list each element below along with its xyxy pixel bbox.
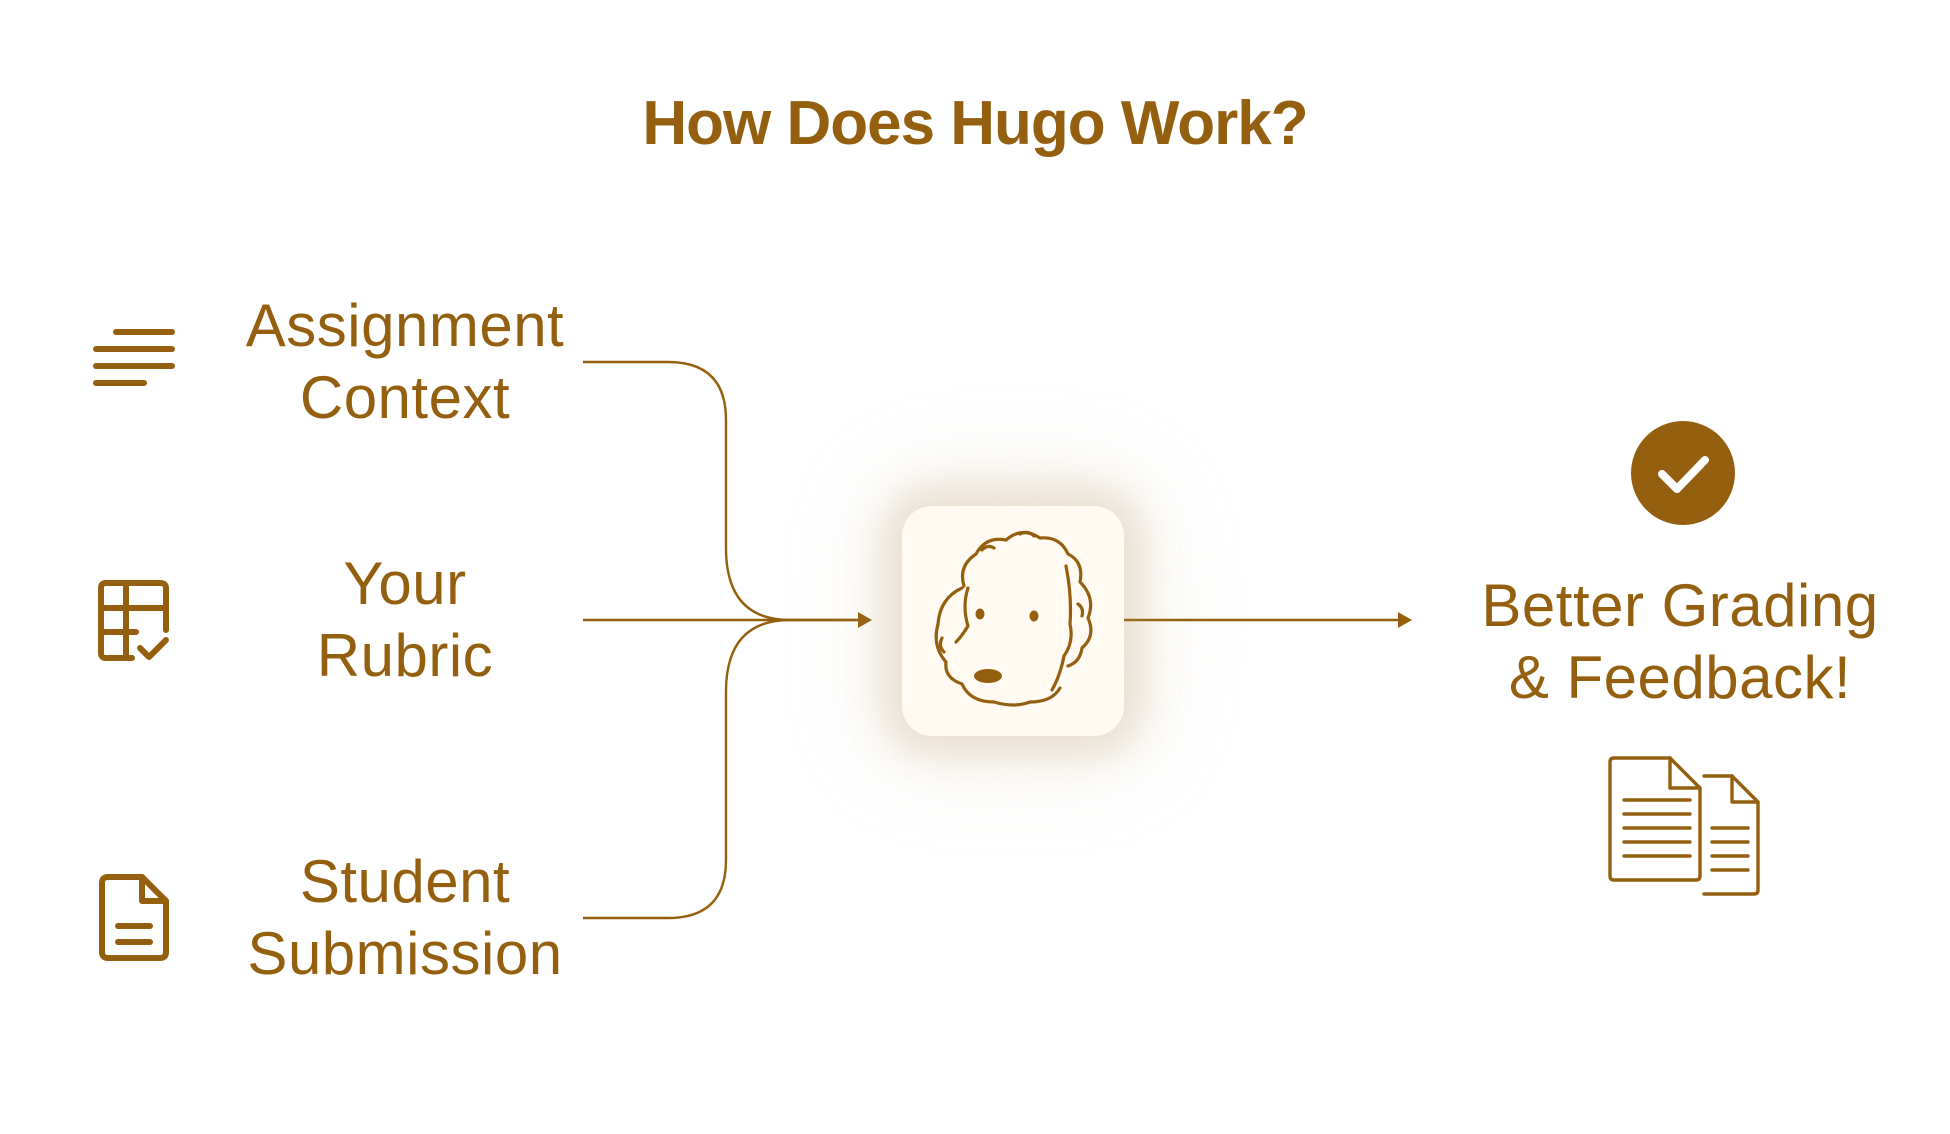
connector-student-submission xyxy=(583,618,791,920)
connector-assignment-context xyxy=(583,360,860,622)
hugo-hub xyxy=(902,506,1124,736)
check-circle-icon xyxy=(1631,421,1735,525)
input-label-your-rubric: Your Rubric xyxy=(316,550,494,689)
text-lines-icon xyxy=(93,329,175,386)
input-label-student-submission: Student Submission xyxy=(247,848,563,987)
output-label-better-grading: Better Grading & Feedback! xyxy=(1481,572,1879,711)
input-label-assignment-context: Assignment Context xyxy=(245,292,565,431)
arrowhead-to-output xyxy=(1398,612,1412,628)
stacked-documents-icon xyxy=(1608,756,1760,896)
hugo-dog-face-icon xyxy=(934,530,1093,707)
page-title: How Does Hugo Work? xyxy=(642,89,1308,158)
rubric-table-check-icon xyxy=(98,580,169,661)
document-icon xyxy=(99,874,169,961)
arrowhead-to-hub xyxy=(858,612,872,628)
